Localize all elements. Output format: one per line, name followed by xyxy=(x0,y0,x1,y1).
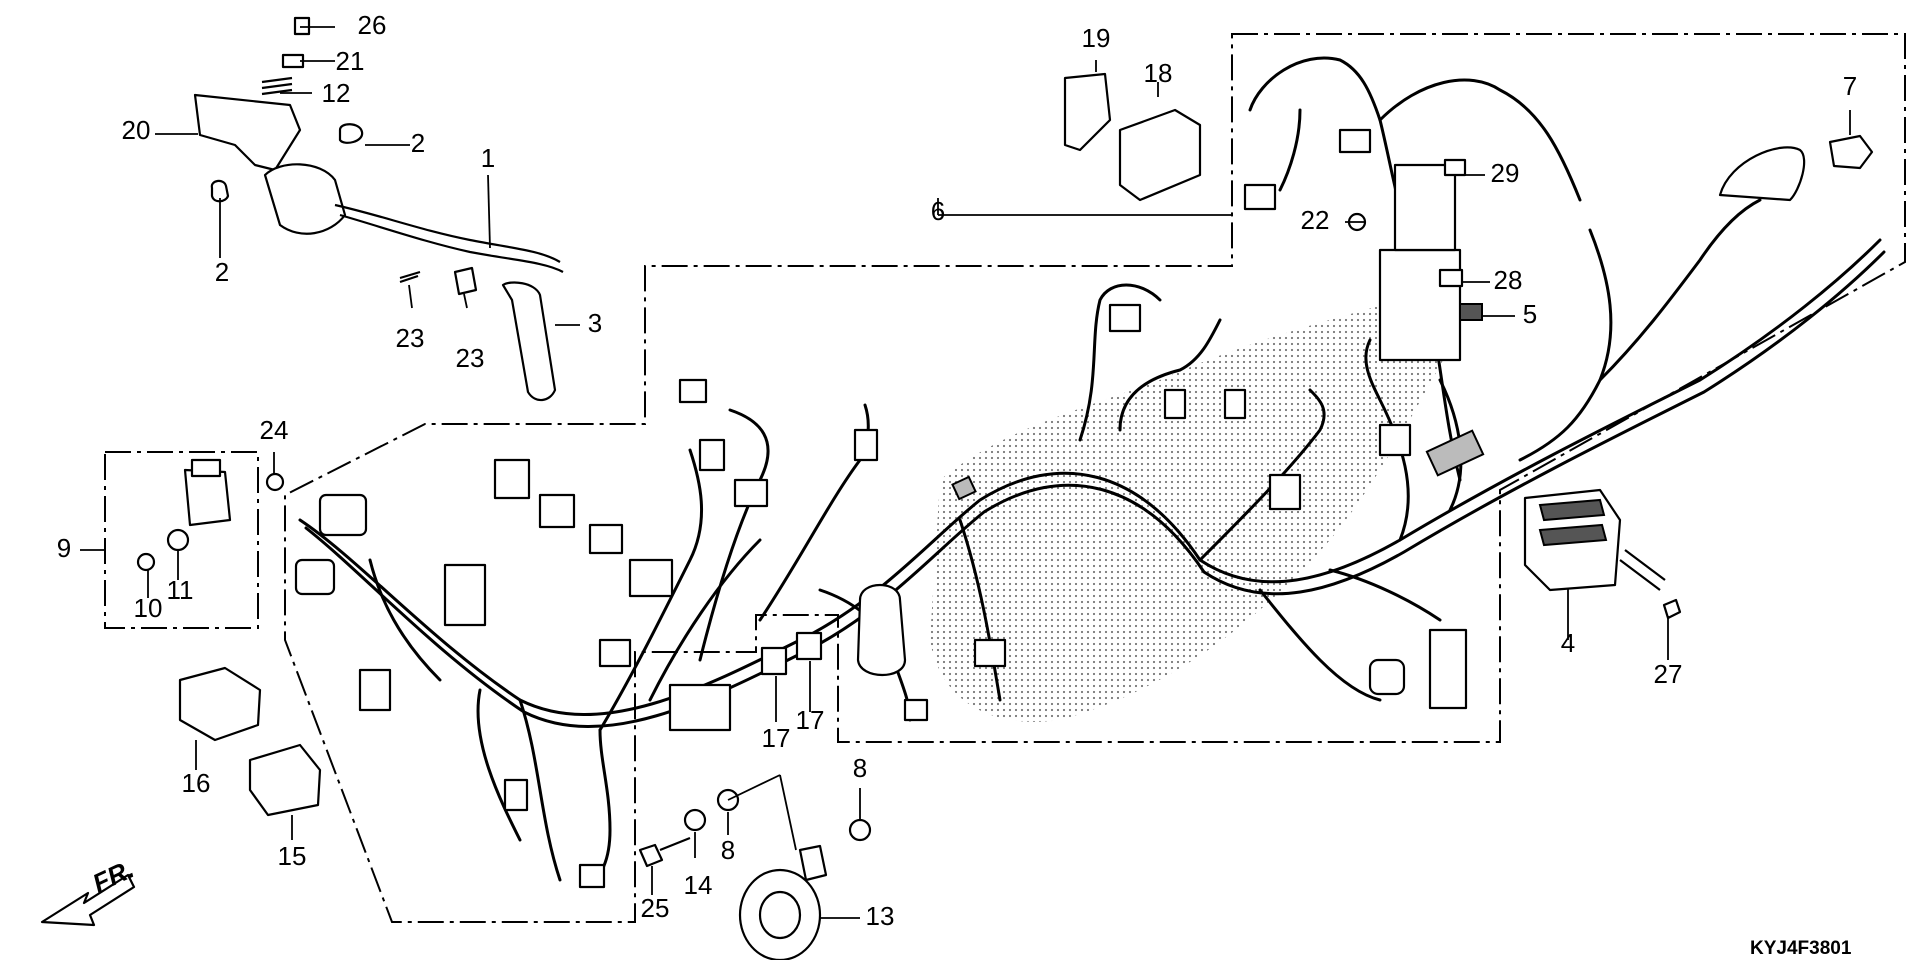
callout-27: 27 xyxy=(1654,659,1683,689)
callout-8a: 8 xyxy=(853,753,867,783)
callout-20: 20 xyxy=(122,115,151,145)
callout-4: 4 xyxy=(1561,628,1575,658)
callout-19: 19 xyxy=(1082,23,1111,53)
callout-24: 24 xyxy=(260,415,289,445)
front-direction-arrow: FR. xyxy=(40,854,139,927)
callout-25: 25 xyxy=(641,893,670,923)
callout-10: 10 xyxy=(134,593,163,623)
regulator-rectifier xyxy=(1523,488,1682,620)
callout-17b: 17 xyxy=(796,705,825,735)
callout-8b: 8 xyxy=(721,835,735,865)
callout-15: 15 xyxy=(278,841,307,871)
callout-6: 6 xyxy=(931,196,945,226)
relay-boxes xyxy=(178,72,1202,817)
switch-component xyxy=(136,458,285,572)
callout-22: 22 xyxy=(1301,205,1330,235)
callout-12: 12 xyxy=(322,78,351,108)
callout-18: 18 xyxy=(1144,58,1173,88)
cap-7 xyxy=(1828,134,1874,170)
callout-leader-lines xyxy=(80,26,1851,919)
callout-23a: 23 xyxy=(396,323,425,353)
callout-7: 7 xyxy=(1843,71,1857,101)
harness-connectors xyxy=(294,128,1806,889)
callout-3: 3 xyxy=(588,308,602,338)
callout-11: 11 xyxy=(167,575,194,605)
callout-14: 14 xyxy=(684,870,713,900)
ignition-switch-assembly xyxy=(193,16,564,402)
diagram-code: KYJ4F3801 xyxy=(1750,938,1852,959)
harness-shadow-shading xyxy=(930,300,1460,722)
callout-1: 1 xyxy=(481,143,495,173)
callout-21: 21 xyxy=(336,46,365,76)
callout-2b: 2 xyxy=(215,257,229,287)
callout-numbers: 1223456788910111213141516171718192021222… xyxy=(57,10,1857,931)
callout-13: 13 xyxy=(866,901,895,931)
harness-assembly-outline xyxy=(284,33,1906,923)
horn-assembly xyxy=(638,788,872,960)
callout-26: 26 xyxy=(358,10,387,40)
fuses-and-clips xyxy=(1347,158,1483,321)
callout-28: 28 xyxy=(1494,265,1523,295)
front-marker-label: FR. xyxy=(88,854,139,899)
callout-2a: 2 xyxy=(411,128,425,158)
switch-group-9-outline xyxy=(104,451,259,629)
callout-9: 9 xyxy=(57,533,71,563)
callout-29: 29 xyxy=(1491,158,1520,188)
callout-5: 5 xyxy=(1523,299,1537,329)
callout-23b: 23 xyxy=(456,343,485,373)
callout-17a: 17 xyxy=(762,723,791,753)
callout-16: 16 xyxy=(182,768,211,798)
